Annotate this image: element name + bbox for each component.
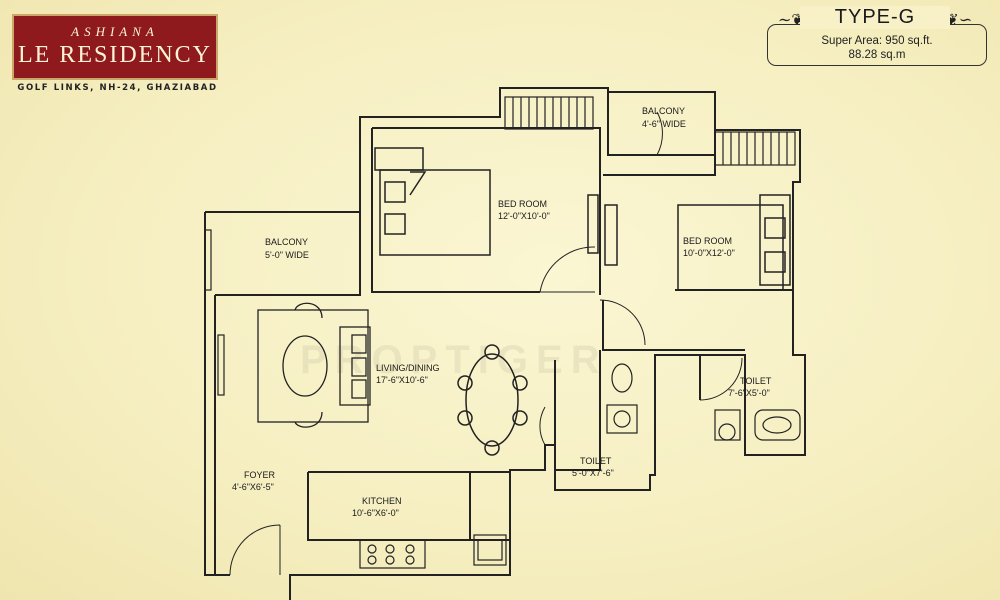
outer-wall-left bbox=[204, 212, 230, 576]
dining-table bbox=[457, 344, 528, 456]
windows bbox=[204, 229, 225, 396]
label-toilet2-size: 7'-6"X5'-0" bbox=[728, 388, 770, 398]
brand-line2: LE RESIDENCY bbox=[18, 42, 212, 68]
outer-wall bbox=[205, 87, 806, 600]
brand-tagline: GOLF LINKS, NH-24, GHAZIABAD bbox=[17, 83, 218, 93]
door-toilet1 bbox=[539, 406, 546, 446]
unit-type-title: TYPE-G bbox=[800, 6, 950, 29]
label-bedroom1-name: BED ROOM bbox=[498, 199, 547, 209]
toilet2-fixtures bbox=[714, 409, 801, 441]
label-bedroom2-size: 10'-0"X12'-0" bbox=[683, 248, 735, 258]
bedroom2-wall bbox=[603, 130, 716, 176]
door-balcony2 bbox=[656, 111, 663, 156]
bed2 bbox=[677, 194, 791, 291]
label-kitchen-size: 10'-6"X6'-0" bbox=[352, 508, 399, 518]
label-balcony1-size: 5'-0" WIDE bbox=[265, 250, 309, 260]
bedroom1-wall bbox=[372, 127, 601, 295]
door-bedroom2 bbox=[599, 299, 646, 346]
super-area-sqft: Super Area: 950 sq.ft. bbox=[821, 35, 933, 47]
shaft-hatch-1 bbox=[504, 96, 594, 130]
watermark: PROPTIGER bbox=[300, 338, 608, 382]
bed1 bbox=[374, 147, 491, 256]
label-balcony2-name: BALCONY bbox=[642, 106, 685, 116]
label-balcony1-name: BALCONY bbox=[265, 237, 308, 247]
kitchen-left-wall bbox=[307, 472, 510, 541]
door-entry bbox=[229, 524, 281, 576]
kitchen-counter bbox=[470, 471, 511, 575]
kitchen-sink bbox=[473, 534, 507, 566]
door-bedroom1 bbox=[539, 246, 596, 293]
kitchen-wall bbox=[308, 471, 471, 540]
label-toilet1-size: 5'-0"X7'-6" bbox=[572, 468, 614, 478]
balcony1-wall bbox=[215, 212, 361, 296]
label-living-name: LIVING/DINING bbox=[376, 363, 440, 373]
label-balcony2-size: 4'-6" WIDE bbox=[642, 119, 686, 129]
bedroom1-bottom-wall bbox=[371, 128, 540, 293]
label-foyer-size: 4'-6"X6'-5" bbox=[232, 482, 274, 492]
label-bedroom2-name: BED ROOM bbox=[683, 236, 732, 246]
shaft-hatch-2 bbox=[714, 131, 796, 166]
super-area-sqm: 88.28 sq.m bbox=[848, 49, 906, 61]
label-bedroom1-size: 12'-0"X10'-0" bbox=[498, 211, 550, 221]
toilet1-wall bbox=[555, 350, 601, 471]
label-toilet2-name: TOILET bbox=[740, 376, 772, 386]
label-kitchen-name: KITCHEN bbox=[362, 496, 402, 506]
unit-info-box: Super Area: 950 sq.ft. 88.28 sq.m bbox=[767, 24, 987, 66]
toilet1-fixtures bbox=[606, 363, 638, 434]
label-foyer-name: FOYER bbox=[244, 470, 276, 480]
door-toilet2 bbox=[699, 357, 743, 401]
sofa-set bbox=[257, 302, 371, 428]
label-toilet1-name: TOILET bbox=[580, 456, 612, 466]
brand-logo: ASHIANA LE RESIDENCY bbox=[12, 14, 218, 80]
wardrobe1 bbox=[587, 194, 618, 266]
kitchen-stove bbox=[359, 539, 426, 569]
brand-line1: ASHIANA bbox=[71, 24, 159, 39]
bedroom2-bottom-wall bbox=[602, 300, 745, 351]
label-living-size: 17'-6"X10'-6" bbox=[376, 375, 428, 385]
